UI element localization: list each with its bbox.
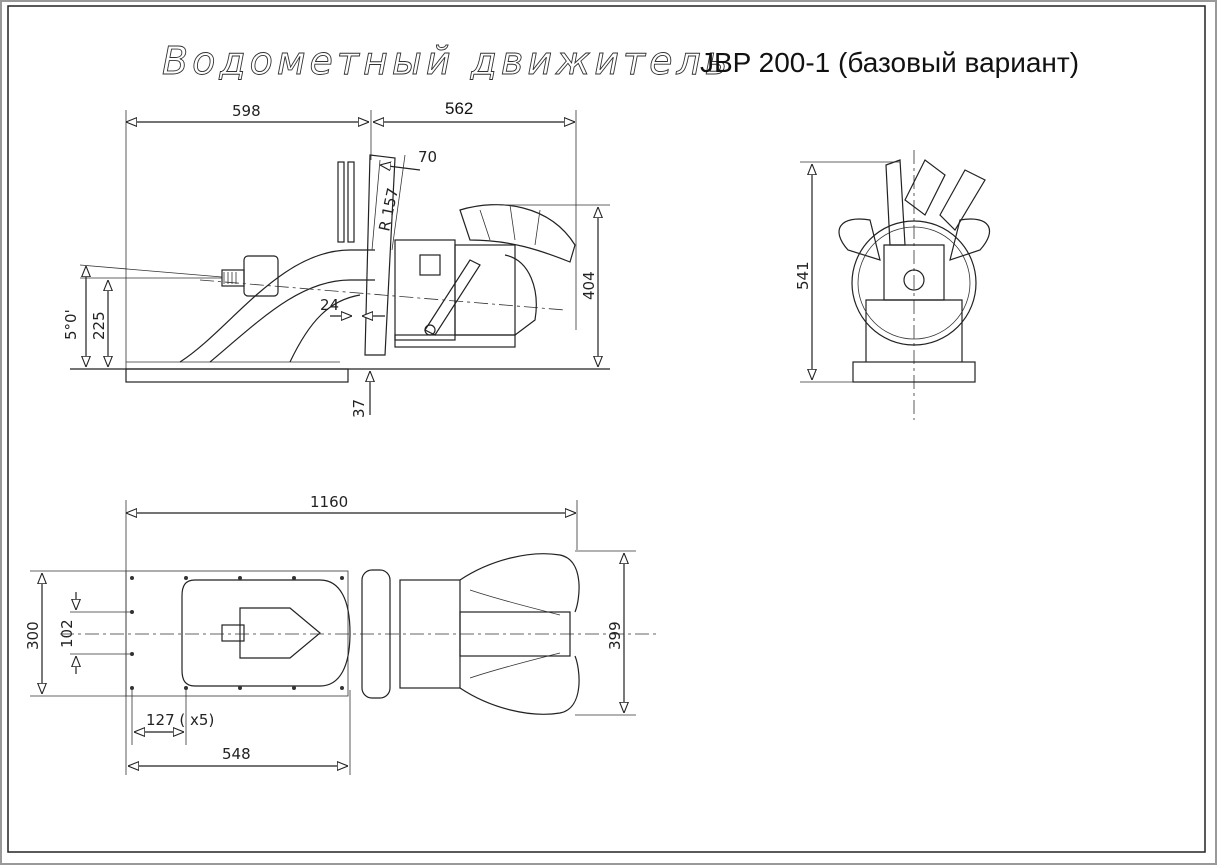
top-view: 1160 300 102 399 127 ( x5) [24, 493, 660, 775]
dim-548: 548 [222, 745, 251, 763]
dim-598: 598 [232, 102, 261, 120]
dim-angle: 5°0' [62, 309, 80, 340]
dim-1160: 1160 [310, 493, 348, 511]
drawing-frame [7, 5, 1206, 853]
dim-541: 541 [794, 261, 812, 290]
dim-24: 24 [320, 296, 339, 314]
dim-70: 70 [418, 148, 437, 166]
dim-37: 37 [350, 399, 368, 418]
title-script: Водометный движитель [162, 39, 731, 83]
dim-102: 102 [58, 619, 76, 648]
dim-127-x5: 127 ( x5) [146, 711, 214, 729]
dim-404: 404 [580, 271, 598, 300]
front-view: 541 [794, 150, 991, 420]
dim-225: 225 [90, 311, 108, 340]
dim-562: 562 [445, 99, 473, 118]
dim-300: 300 [24, 621, 42, 650]
title-main: JBP 200-1 (базовый вариант) [700, 47, 1079, 78]
dim-399: 399 [606, 621, 624, 650]
